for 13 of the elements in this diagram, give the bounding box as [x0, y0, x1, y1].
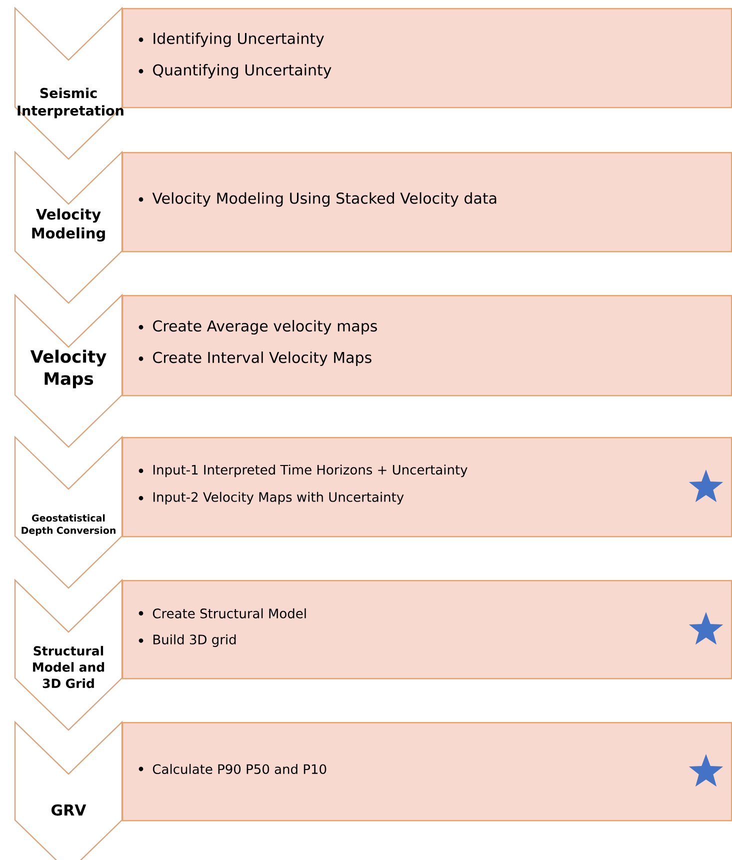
bullet-text: Quantifying Uncertainty: [153, 64, 332, 79]
bullet-text: Calculate P90 P50 and P10: [152, 764, 326, 774]
bullet-text: Build 3D grid: [153, 634, 236, 647]
bullet-text: Velocity Modeling Using Stacked Velocity data: [152, 192, 496, 207]
bullet-text: Create Average velocity maps: [153, 320, 377, 335]
bullet-text: Input-1 Interpreted Time Horizons + Uncertainty: [153, 464, 468, 478]
bullet-text: Input-2 Velocity Maps with Uncertainty: [153, 492, 404, 504]
star-icon: [688, 470, 724, 502]
star-icon: [688, 612, 724, 645]
star-icon: [688, 754, 724, 787]
bullet-text: Create Interval Velocity Maps: [153, 352, 372, 366]
bullet-text: Create Structural Model: [152, 608, 306, 618]
bullet-text: Identifying Uncertainty: [154, 32, 324, 48]
